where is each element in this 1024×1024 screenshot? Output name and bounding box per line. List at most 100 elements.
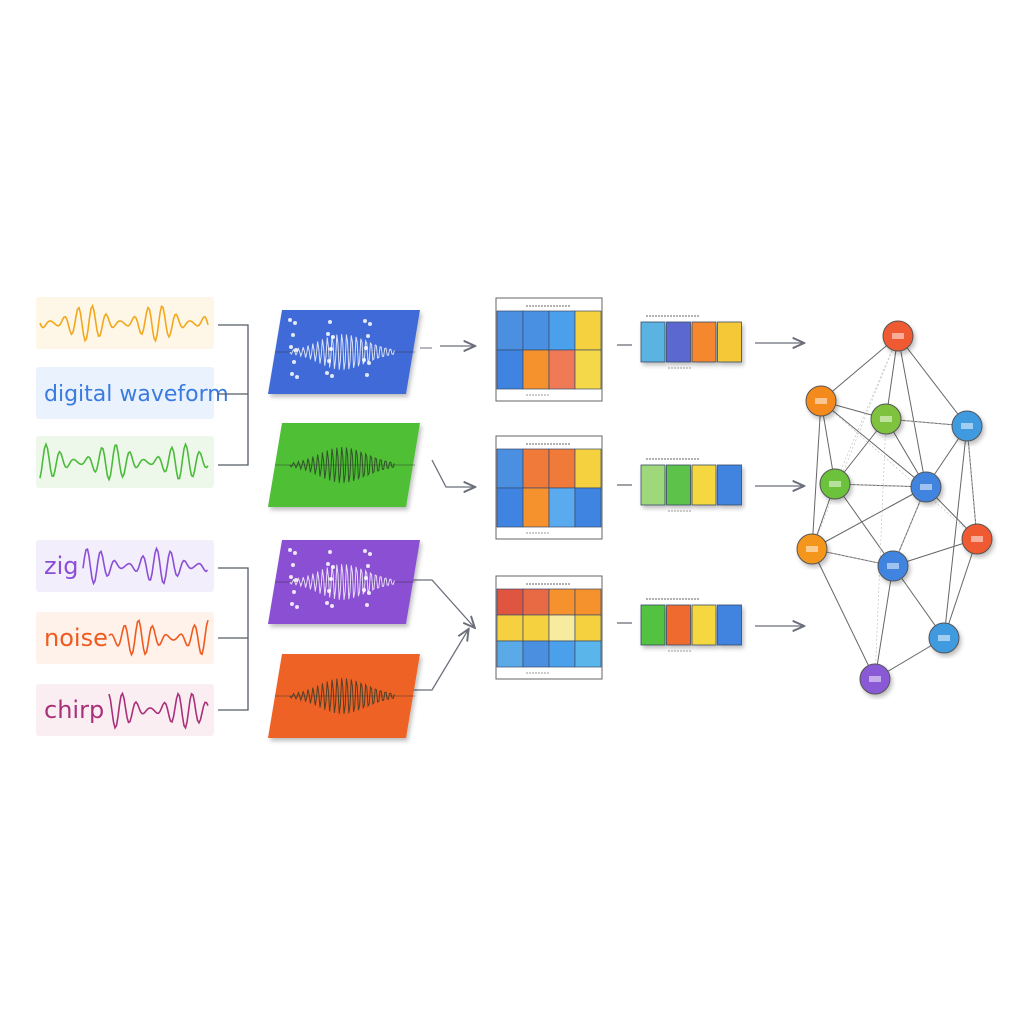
node-label [892, 333, 904, 339]
bracket [218, 567, 249, 711]
spectral-dot [294, 578, 298, 582]
feature-grids [495, 297, 632, 680]
node-label [887, 563, 899, 569]
spectral-dot [368, 322, 372, 326]
network-edge [897, 335, 968, 427]
grid-cell [522, 349, 550, 390]
grid-cell [574, 310, 602, 351]
node-label [829, 481, 841, 487]
spectral-dot [290, 602, 294, 606]
spectral-dot [364, 576, 368, 580]
spectral-dot [325, 371, 329, 375]
node-label [971, 536, 983, 542]
panel-waveform [289, 334, 395, 370]
grid-cell [548, 349, 576, 390]
signal-box [36, 612, 214, 664]
input-signal: zig [36, 540, 214, 592]
spectrogram-panel [268, 540, 420, 624]
feature-vector [640, 315, 803, 369]
signal-box [36, 436, 214, 488]
feature-vector [640, 598, 803, 652]
node-label [806, 546, 818, 552]
signal-label: zig [44, 552, 79, 580]
grid-cell [548, 310, 576, 351]
spectral-dot [294, 348, 298, 352]
panel-waveform [289, 447, 395, 483]
input-signal [36, 297, 214, 349]
spectral-dot [325, 601, 329, 605]
waveform [108, 619, 209, 657]
grid-cell [522, 310, 550, 351]
spectral-dot [289, 345, 293, 349]
grid-cell [496, 640, 524, 668]
panel-waveform [289, 564, 395, 600]
spectral-dot [366, 334, 370, 338]
network-edge-faint [811, 335, 899, 550]
network-edge [811, 486, 927, 550]
grid-cell [574, 640, 602, 668]
vector-cell [666, 604, 691, 646]
network-edge [820, 335, 899, 402]
input-signal: chirp [36, 684, 214, 736]
vector-cell [691, 604, 717, 646]
spectral-dot [328, 550, 332, 554]
panel-waveform [289, 678, 395, 714]
spectral-dot [366, 564, 370, 568]
spectrogram-panel [268, 654, 420, 738]
grid-cell [548, 614, 576, 642]
spectral-dot [292, 590, 296, 594]
spectral-dot [330, 604, 334, 608]
grid-cell [574, 349, 602, 390]
spectral-dot [292, 360, 296, 364]
spectral-dot [293, 321, 297, 325]
spectral-dot [365, 373, 369, 377]
network-edge [897, 335, 927, 488]
spectral-dot [365, 603, 369, 607]
spectral-dot [363, 319, 367, 323]
feature-grid [495, 575, 632, 680]
grid-cell [574, 614, 602, 642]
grid-cell [522, 588, 550, 616]
grid-cell [496, 487, 524, 528]
network-edge-faint [834, 335, 899, 485]
spectral-dot [331, 565, 335, 569]
vector-cell [640, 321, 666, 363]
vector-cell [666, 464, 691, 506]
waveform [82, 546, 209, 586]
feature-vector [640, 458, 803, 512]
feature-grid [495, 435, 632, 540]
input-signals: digital waveform zig noise chirp [36, 297, 229, 736]
spectral-dot [363, 549, 367, 553]
network-edge [943, 538, 978, 639]
signal-label: noise [44, 624, 108, 652]
grid-cell [522, 614, 550, 642]
node-label [869, 676, 881, 682]
spectrogram-panels [268, 310, 420, 738]
vector-cell [691, 321, 717, 363]
vector-cell [691, 464, 717, 506]
spectral-dot [367, 361, 371, 365]
input-signal: digital waveform [36, 367, 229, 419]
signal-label: chirp [44, 696, 104, 724]
network-edge [834, 483, 894, 567]
waveform [108, 691, 209, 730]
spectral-dot [293, 551, 297, 555]
vector-cell [717, 464, 742, 506]
network-edge [820, 400, 927, 488]
connectors [218, 324, 474, 711]
grid-cell [574, 448, 602, 489]
grid-cell [496, 448, 524, 489]
network-edge [874, 565, 894, 680]
spectral-dot [368, 552, 372, 556]
signal-box [36, 367, 214, 419]
vector-cell [717, 604, 742, 646]
signal-label: digital waveform [44, 382, 229, 407]
bracket [218, 324, 249, 466]
spectral-dot [362, 588, 366, 592]
grid-cell [522, 640, 550, 668]
node-label [815, 398, 827, 404]
grid-cell [522, 448, 550, 489]
grid-cell [574, 588, 602, 616]
spectral-dot [291, 563, 295, 567]
